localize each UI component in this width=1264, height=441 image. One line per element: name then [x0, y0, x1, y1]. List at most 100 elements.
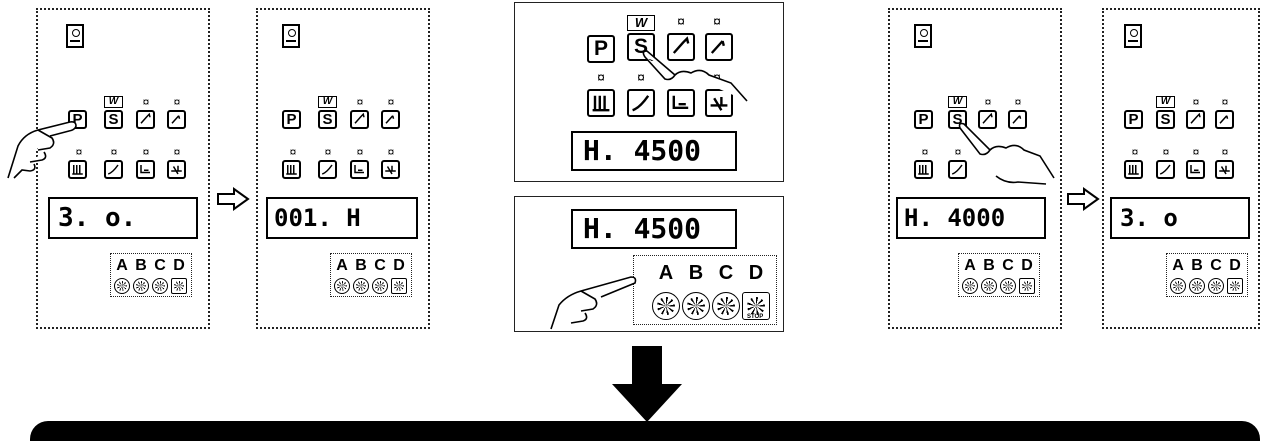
end-backtack-key[interactable] [1008, 110, 1027, 129]
display-window: 3. o. [48, 197, 198, 239]
end-backtack-key[interactable] [705, 33, 733, 61]
soft-start-key[interactable] [948, 160, 967, 179]
c-key[interactable]: C [1210, 257, 1222, 274]
needle-key[interactable] [914, 160, 933, 179]
trimmer-key[interactable] [1215, 160, 1234, 179]
abcd-keypad[interactable]: A B C D [1166, 253, 1248, 297]
end-backtack-key[interactable] [1215, 110, 1234, 129]
control-panel-5: W ¤ ¤ P S ¤ ¤ H. 4000 A B C D [888, 8, 1062, 329]
start-backtack-key[interactable] [978, 110, 997, 129]
power-dial-icon[interactable] [1124, 24, 1142, 48]
abcd-keypad[interactable]: A B C D [110, 253, 192, 297]
a-key[interactable]: A [1172, 257, 1184, 274]
fan-icon [1000, 278, 1016, 294]
abcd-keypad[interactable]: A B C D [958, 253, 1040, 297]
a-key[interactable]: A [658, 262, 674, 284]
p-key[interactable]: P [1124, 110, 1143, 129]
presser-key[interactable] [667, 89, 695, 117]
fan-icon [652, 292, 680, 320]
trimmer-key[interactable] [381, 160, 400, 179]
needle-key[interactable] [68, 160, 87, 179]
led-indicator: ¤ [954, 145, 962, 159]
trimmer-key[interactable] [167, 160, 186, 179]
start-backtack-key[interactable] [667, 33, 695, 61]
led-indicator: ¤ [713, 69, 721, 85]
led-indicator: ¤ [142, 145, 150, 159]
display-window: 3. o [1110, 197, 1250, 239]
led-indicator: ¤ [356, 145, 364, 159]
soft-start-key[interactable] [1156, 160, 1175, 179]
c-key[interactable]: C [718, 262, 734, 284]
w-indicator: W [1156, 96, 1175, 108]
zoom-panel-abcd: H. 4500 A B C D STOP [514, 196, 784, 332]
led-indicator: ¤ [1192, 95, 1200, 109]
start-backtack-key[interactable] [1186, 110, 1205, 129]
soft-start-key[interactable] [318, 160, 337, 179]
stop-icon [1019, 278, 1035, 294]
a-key[interactable]: A [336, 257, 348, 274]
b-key[interactable]: B [355, 257, 367, 274]
s-key[interactable]: S [104, 110, 123, 129]
led-indicator: ¤ [75, 145, 83, 159]
soft-start-key[interactable] [627, 89, 655, 117]
power-dial-icon[interactable] [914, 24, 932, 48]
presser-key[interactable] [136, 160, 155, 179]
needle-key[interactable] [282, 160, 301, 179]
zoom-panel-speed-key: W ¤ ¤ P S ¤ ¤ ¤ H. 4500 [514, 2, 784, 182]
d-key[interactable]: D [1021, 257, 1033, 274]
p-key[interactable]: P [914, 110, 933, 129]
abcd-keypad[interactable]: A B C D [330, 253, 412, 297]
led-indicator: ¤ [1221, 95, 1229, 109]
led-indicator: ¤ [1192, 145, 1200, 159]
d-key[interactable]: D [393, 257, 405, 274]
soft-start-key[interactable] [104, 160, 123, 179]
a-key[interactable]: A [964, 257, 976, 274]
fan-icon [334, 278, 350, 294]
fan-icon [114, 278, 130, 294]
stop-icon [171, 278, 187, 294]
led-indicator: ¤ [984, 95, 992, 109]
bottom-band [30, 421, 1260, 441]
p-key[interactable]: P [587, 35, 615, 63]
power-dial-icon[interactable] [282, 24, 300, 48]
b-key[interactable]: B [983, 257, 995, 274]
w-indicator: W [948, 96, 967, 108]
c-key[interactable]: C [1002, 257, 1014, 274]
fan-icon [1189, 278, 1205, 294]
b-key[interactable]: B [688, 262, 704, 284]
b-key[interactable]: B [1191, 257, 1203, 274]
end-backtack-key[interactable] [167, 110, 186, 129]
needle-key[interactable] [1124, 160, 1143, 179]
c-key[interactable]: C [374, 257, 386, 274]
needle-key[interactable] [587, 89, 615, 117]
pointing-hand-icon [550, 276, 637, 330]
d-key[interactable]: D [1229, 257, 1241, 274]
end-backtack-key[interactable] [381, 110, 400, 129]
c-key[interactable]: C [154, 257, 166, 274]
s-key[interactable]: S [318, 110, 337, 129]
led-indicator: ¤ [1221, 145, 1229, 159]
led-indicator: ¤ [713, 13, 721, 29]
pointing-hand-icon [642, 50, 748, 102]
fan-icon [712, 292, 740, 320]
led-indicator: ¤ [289, 145, 297, 159]
p-key[interactable]: P [282, 110, 301, 129]
led-indicator: ¤ [173, 95, 181, 109]
trimmer-key[interactable] [705, 89, 733, 117]
led-indicator: ¤ [356, 95, 364, 109]
s-key[interactable]: S [1156, 110, 1175, 129]
a-key[interactable]: A [116, 257, 128, 274]
start-backtack-key[interactable] [350, 110, 369, 129]
d-key[interactable]: D [173, 257, 185, 274]
hollow-right-arrow-icon [217, 187, 250, 211]
start-backtack-key[interactable] [136, 110, 155, 129]
power-dial-icon[interactable] [66, 24, 84, 48]
presser-key[interactable] [1186, 160, 1205, 179]
hollow-right-arrow-icon [1067, 187, 1100, 211]
pointing-hand-icon [958, 122, 1055, 185]
led-indicator: ¤ [677, 13, 685, 29]
d-key[interactable]: D [748, 262, 764, 284]
presser-key[interactable] [350, 160, 369, 179]
b-key[interactable]: B [135, 257, 147, 274]
abcd-keypad[interactable]: A B C D STOP [633, 255, 777, 325]
